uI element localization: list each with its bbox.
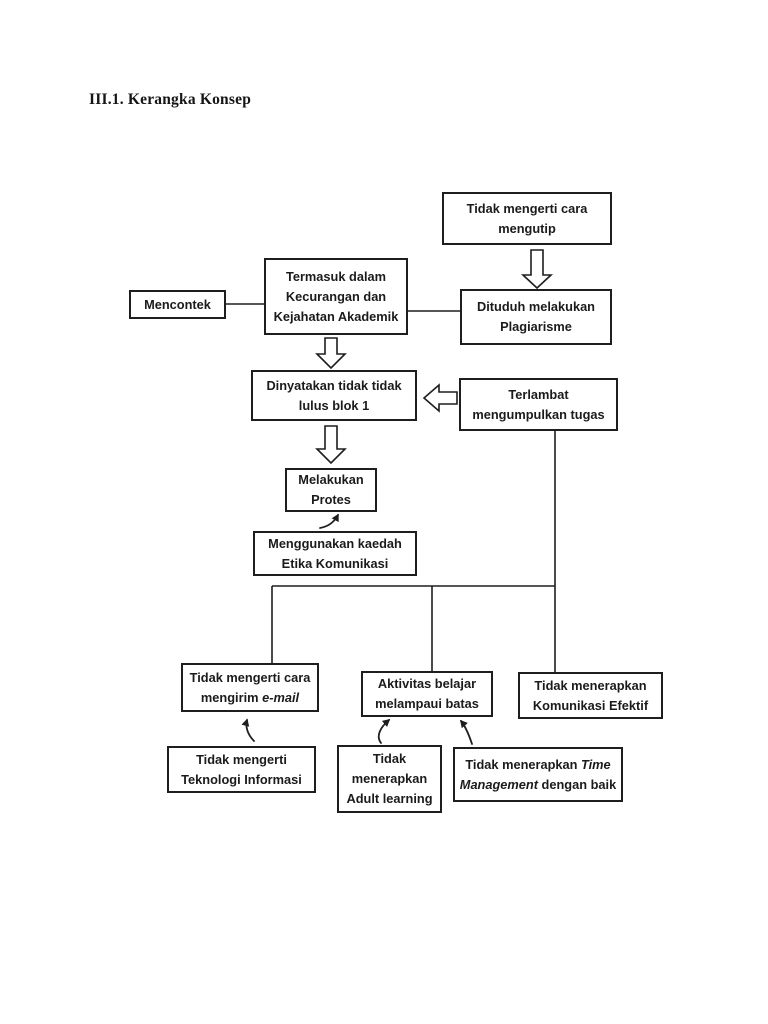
node-terlambat-mengumpulkan-tugas: Terlambat mengumpulkan tugas <box>459 378 618 431</box>
node-text-line: Komunikasi Efektif <box>532 697 649 713</box>
node-text-segment-italic: Time <box>581 756 611 772</box>
node-mencontek: Mencontek <box>129 290 226 319</box>
node-dinyatakan-tidak-lulus: Dinyatakan tidak tidak lulus blok 1 <box>251 370 417 421</box>
node-text-line: Management dengan baik <box>460 775 616 795</box>
node-text-line: Menggunakan kaedah <box>268 535 402 551</box>
node-termasuk-kecurangan-akademik: Termasuk dalam Kecurangan dan Kejahatan … <box>264 258 408 335</box>
node-text-line: Melakukan <box>298 472 364 487</box>
node-text-line: Tidak menerapkan <box>534 677 647 693</box>
node-text-segment: mengirim <box>200 689 263 705</box>
node-text-line: Kecurangan dan <box>285 288 387 304</box>
node-text-line: Etika Komunikasi <box>281 555 389 571</box>
node-text-segment-italic: Management <box>459 776 538 792</box>
node-menggunakan-kaedah-etika: Menggunakan kaedah Etika Komunikasi <box>253 531 417 576</box>
node-text-segment: dengan baik <box>538 776 617 792</box>
node-text-line: Tidak mengerti cara <box>189 669 311 685</box>
curved-arrow-time-aktivitas-icon <box>460 719 473 745</box>
node-tidak-menerapkan-time-management: Tidak menerapkan Time Management dengan … <box>453 747 623 802</box>
curved-arrow-adult-aktivitas-icon <box>377 719 391 744</box>
block-arrow-down-icon <box>315 425 347 465</box>
node-text-line: Protes <box>311 492 351 507</box>
node-tidak-mengerti-teknologi-informasi: Tidak mengerti Teknologi Informasi <box>167 746 316 793</box>
node-text-line: Plagiarisme <box>500 319 572 334</box>
block-arrow-down-icon <box>520 249 554 290</box>
node-text-line: Tidak mengerti <box>196 751 287 767</box>
curved-arrow-kaedah-protes-icon <box>319 513 339 529</box>
node-text-line: lulus blok 1 <box>298 397 370 413</box>
node-text-line: Termasuk dalam <box>285 268 387 284</box>
node-text-line: mengutip <box>498 220 556 236</box>
node-text-line: mengirim e-mail <box>201 688 299 708</box>
node-text-line: Aktivitas belajar <box>377 676 477 691</box>
node-text-line: mengumpulkan tugas <box>472 406 605 422</box>
node-text-line: Kejahatan Akademik <box>273 308 399 324</box>
node-text-line: Teknologi Informasi <box>181 771 302 787</box>
node-text-segment-italic: e-mail <box>262 689 300 705</box>
node-text-segment: Tidak menerapkan <box>465 756 582 772</box>
node-melakukan-protes: Melakukan Protes <box>285 468 377 512</box>
node-text-line: Tidak <box>372 751 407 766</box>
block-arrow-down-icon <box>315 337 347 370</box>
node-text-line: Mencontek <box>144 296 211 312</box>
node-text-line: Terlambat <box>508 386 569 402</box>
node-tidak-menerapkan-adult-learning: Tidak menerapkan Adult learning <box>337 745 442 813</box>
page-title: III.1. Kerangka Konsep <box>89 91 252 108</box>
node-text-line: Adult learning <box>346 791 433 806</box>
node-text-line: Tidak menerapkan Time <box>465 755 610 775</box>
node-text-line: melampaui batas <box>375 696 479 711</box>
node-text-line: Dinyatakan tidak tidak <box>266 377 402 393</box>
curved-arrow-teknologi-email-icon <box>241 718 255 742</box>
block-arrow-left-icon <box>422 383 458 413</box>
node-text-line: Tidak mengerti cara <box>466 200 588 216</box>
node-tidak-mengerti-email: Tidak mengerti cara mengirim e-mail <box>181 663 319 712</box>
node-tidak-menerapkan-komunikasi-efektif: Tidak menerapkan Komunikasi Efektif <box>518 672 663 719</box>
node-tidak-mengerti-cara-mengutip: Tidak mengerti cara mengutip <box>442 192 612 245</box>
node-text-line: Dituduh melakukan <box>476 299 596 314</box>
node-aktivitas-belajar: Aktivitas belajar melampaui batas <box>361 671 493 717</box>
node-text-line: menerapkan <box>351 771 428 786</box>
node-dituduh-plagiarisme: Dituduh melakukan Plagiarisme <box>460 289 612 345</box>
